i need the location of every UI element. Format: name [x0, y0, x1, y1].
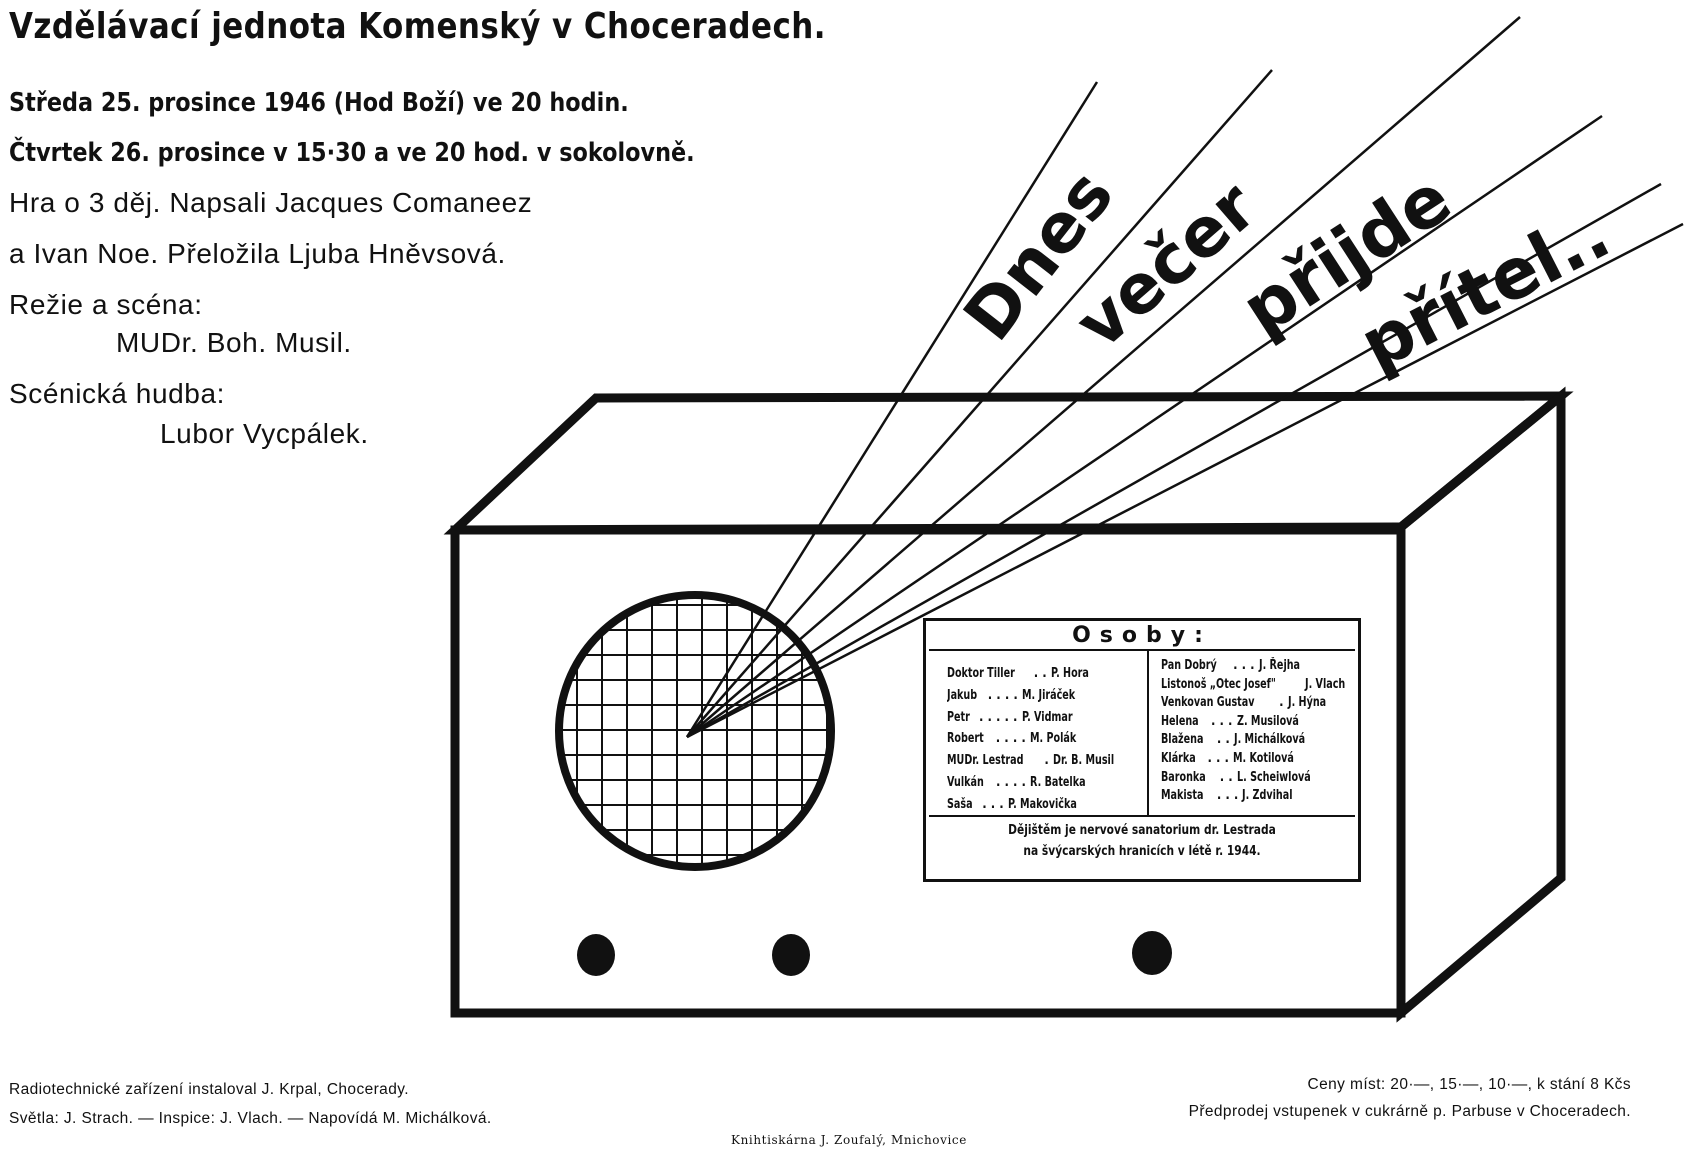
printer-imprint: Knihtiskárna J. Zoufalý, Mnichovice [731, 1133, 967, 1147]
header-title: Vzdělávací jednota Komenský v Choceradec… [9, 6, 826, 47]
cast-role: Baronka [1161, 769, 1206, 785]
cast-role: Jakub [947, 687, 978, 703]
cast-role: Venkovan Gustav [1161, 695, 1255, 711]
cast-actor: Z. Musilová [1236, 713, 1299, 729]
cast-dots: . . [1216, 732, 1230, 748]
cast-row: Helena . . . Z. Musilová [1161, 713, 1357, 732]
ticket-prices: Ceny míst: 20·—, 15·—, 10·—, k stání 8 K… [1307, 1076, 1631, 1093]
setting-note-line-2: na švýcarských hranicích v létě r. 1944. [1023, 844, 1261, 859]
title-artwork: Dnes večer přijde přítel.. [949, 156, 1622, 386]
cast-list: Doktor Tiller . . P. Hora Jakub . . . . … [929, 649, 1355, 817]
cast-dots: . . [1033, 666, 1047, 681]
cast-actor: P. Makovička [1007, 796, 1077, 812]
cast-role: Saša [947, 796, 973, 812]
cast-row: Listonoš „Otec Josef" J. Vlach [1161, 676, 1357, 695]
cast-role: Blažena [1161, 732, 1204, 748]
cast-title: Osoby: [1072, 623, 1212, 648]
cast-role: Klárka [1161, 750, 1196, 766]
cast-actor: J. Vlach [1305, 676, 1346, 692]
credits-line-2: Světla: J. Strach. — Inspice: J. Vlach. … [9, 1110, 492, 1127]
cast-role: Pan Dobrý [1161, 658, 1217, 673]
date-line-thursday: Čtvrtek 26. prosince v 15·30 a ve 20 hod… [9, 138, 695, 168]
cast-row: Baronka . . L. Scheiwlová [1161, 769, 1357, 788]
cast-row: Blažena . . J. Michálková [1161, 731, 1357, 750]
cast-actor: J. Zdvihal [1242, 788, 1293, 804]
cast-role: MUDr. Lestrad [947, 753, 1024, 769]
cast-dots: . . . [1207, 750, 1229, 766]
cast-actor: L. Scheiwlová [1236, 769, 1311, 785]
play-info-line-2: a Ivan Noe. Přeložila Ljuba Hněvsová. [9, 238, 506, 269]
setting-note: Dějištěm je nervové sanatorium dr. Lestr… [926, 819, 1358, 861]
cast-dots: . . . [1233, 658, 1255, 673]
cast-role: Helena [1161, 713, 1199, 729]
cast-actor: P. Hora [1050, 666, 1089, 681]
date-line-wednesday: Středa 25. prosince 1946 (Hod Boží) ve 2… [9, 88, 629, 118]
cast-row: Petr . . . . . P. Vidmar [947, 707, 1143, 729]
cast-actor: J. Michálková [1233, 732, 1305, 748]
cast-dots: . . . . . [978, 709, 1018, 725]
cast-row: Jakub . . . . M. Jiráček [947, 685, 1143, 707]
cast-column-left: Doktor Tiller . . P. Hora Jakub . . . . … [947, 663, 1143, 816]
cast-dots: . [1279, 695, 1284, 711]
cast-row: Saša . . . P. Makovička [947, 794, 1143, 816]
cast-role: Listonoš „Otec Josef" [1161, 676, 1276, 692]
cast-row: Venkovan Gustav . J. Hýna [1161, 694, 1357, 713]
cast-role: Doktor Tiller [947, 666, 1015, 681]
cast-actor: R. Batelka [1030, 774, 1086, 790]
cast-list-box: Osoby: Doktor Tiller . . P. Hora Jakub .… [923, 618, 1361, 882]
cast-row: Klárka . . . M. Kotilová [1161, 750, 1357, 769]
cast-dots: . . . [982, 796, 1004, 812]
cast-dots: . . . [1210, 713, 1233, 729]
cast-dots: . [1044, 753, 1049, 769]
cast-row: MUDr. Lestrad . Dr. B. Musil [947, 750, 1143, 772]
cast-divider [1147, 651, 1149, 815]
cast-role: Robert [947, 731, 984, 747]
cast-actor: Dr. B. Musil [1052, 753, 1114, 769]
music-label: Scénická hudba: [9, 378, 226, 409]
cast-role: Vulkán [947, 774, 984, 790]
cast-row: Makista . . . J. Zdvihal [1161, 787, 1357, 806]
cast-actor: M. Polák [1029, 731, 1077, 747]
play-info-line-1: Hra o 3 děj. Napsali Jacques Comaneez [9, 187, 533, 218]
credits-line-1: Radiotechnické zařízení instaloval J. Kr… [9, 1081, 409, 1098]
cast-dots: . . . [1216, 788, 1239, 804]
setting-note-line-1: Dějištěm je nervové sanatorium dr. Lestr… [1008, 823, 1276, 838]
director-name: MUDr. Boh. Musil. [116, 327, 352, 358]
cast-row: Robert . . . . M. Polák [947, 728, 1143, 750]
direction-label: Režie a scéna: [9, 289, 203, 320]
cast-actor: J. Řejha [1258, 658, 1300, 673]
cast-dots: . . [1219, 769, 1233, 785]
radio-rays [685, 16, 1684, 739]
cast-dots: . . . . [995, 731, 1026, 747]
cast-actor: P. Vidmar [1021, 709, 1073, 725]
cast-column-right: Pan Dobrý . . . J. Řejha Listonoš „Otec … [1161, 657, 1357, 806]
cast-actor: M. Kotilová [1233, 750, 1294, 766]
cast-role: Petr [947, 709, 970, 725]
cast-role: Makista [1161, 788, 1204, 804]
cast-row: Vulkán . . . . R. Batelka [947, 772, 1143, 794]
cast-dots: . . . . [987, 687, 1018, 703]
cast-row: Pan Dobrý . . . J. Řejha [1161, 657, 1357, 676]
cast-actor: J. Hýna [1287, 695, 1326, 711]
cast-actor: M. Jiráček [1021, 687, 1076, 703]
composer-name: Lubor Vycpálek. [160, 418, 369, 449]
knob-icon [577, 931, 1172, 976]
cast-row: Doktor Tiller . . P. Hora [947, 663, 1143, 685]
cast-dots: . . . . [996, 774, 1026, 790]
presale-info: Předprodej vstupenek v cukrárně p. Parbu… [1188, 1103, 1631, 1120]
